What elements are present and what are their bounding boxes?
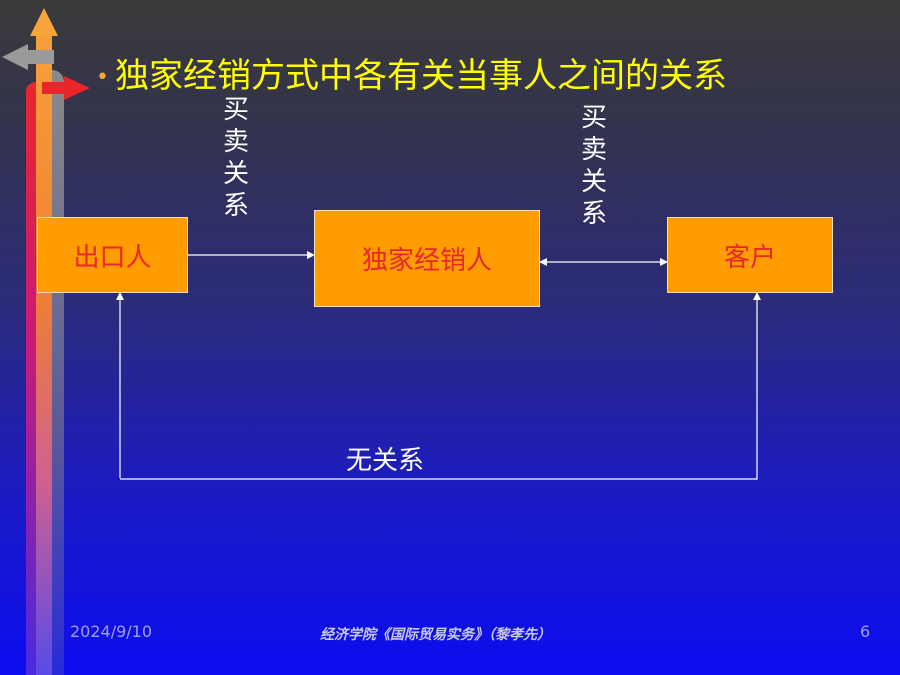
sale-relation-left-char: 买: [222, 95, 249, 125]
sale-relation-left-char: 关: [222, 159, 249, 189]
distributor-box: 独家经销人: [314, 210, 540, 307]
sale-relation-right-char: 卖: [580, 135, 607, 165]
sale-relation-right-char: 系: [580, 199, 607, 229]
sale-relation-right: 买 卖 关 系: [579, 102, 609, 230]
footer-date: 2024/9/10: [70, 622, 153, 641]
sale-relation-left-char: 卖: [222, 127, 249, 157]
arrow-right-icon: [64, 76, 90, 100]
arrow-left-icon: [2, 44, 28, 70]
no-relation-label: 无关系: [346, 446, 425, 476]
arrow-left-stem: [26, 50, 54, 64]
footer-page-number: 6: [860, 622, 871, 641]
exporter-box: 出口人: [37, 217, 188, 293]
customer-label: 客户: [723, 242, 776, 273]
sale-relation-left-char: 系: [222, 191, 249, 221]
sale-relation-left: 买 卖 关 系: [221, 94, 251, 222]
no-relation-bottom-line: [120, 292, 761, 480]
slide-title-text: 独家经销方式中各有关当事人之间的关系: [114, 56, 727, 96]
arrow-up-icon: [30, 8, 58, 36]
sale-relation-right-char: 关: [580, 167, 607, 197]
decor-bar-orange: [36, 34, 52, 675]
arrow-right-stem: [42, 82, 66, 94]
sale-relation-right-char: 买: [580, 103, 607, 133]
exporter-label: 出口人: [73, 242, 152, 273]
footer-course: 经济学院《国际贸易实务》（黎孝先）: [320, 627, 551, 643]
distributor-label: 独家经销人: [361, 246, 492, 276]
customer-box: 客户: [667, 217, 833, 293]
slide-title: •独家经销方式中各有关当事人之间的关系: [96, 48, 727, 97]
bullet-icon: •: [96, 65, 109, 90]
